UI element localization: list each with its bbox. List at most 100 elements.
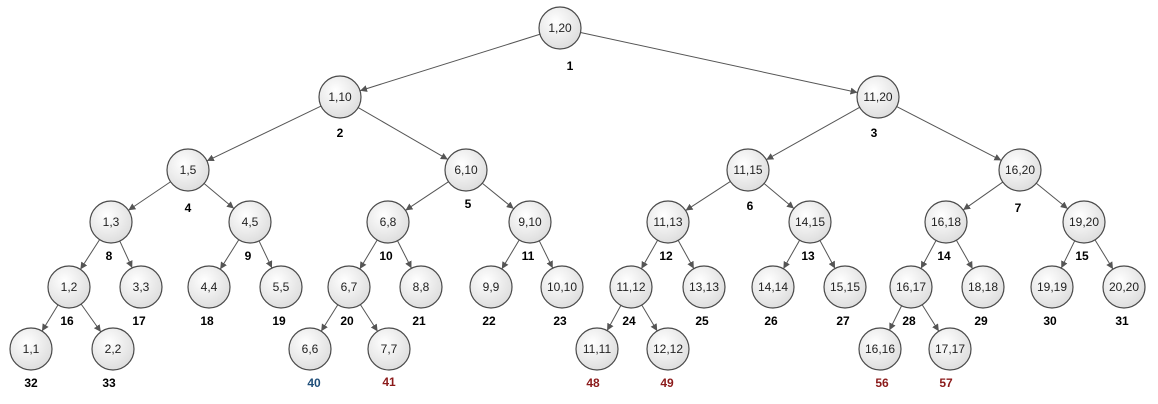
tree-node-27: 15,15 <box>823 265 867 309</box>
edge-16-33 <box>80 303 102 333</box>
node-circle <box>961 265 1005 309</box>
node-circle <box>187 265 231 309</box>
node-circle <box>575 327 619 371</box>
node-index-label-41: 41 <box>382 375 396 389</box>
node-circle <box>646 200 690 244</box>
tree-node-11: 9,10 <box>508 200 552 244</box>
edge-2-5 <box>357 107 449 160</box>
tree-node-13: 14,15 <box>788 200 832 244</box>
tree-node-14: 16,18 <box>924 200 968 244</box>
edge-28-56 <box>888 305 903 331</box>
tree-node-41: 7,7 <box>367 327 411 371</box>
node-circle <box>1030 265 1074 309</box>
edge-15-30 <box>1060 240 1076 269</box>
tree-node-30: 19,19 <box>1030 265 1074 309</box>
node-range-label: 3,3 <box>133 280 150 294</box>
edge-4-8 <box>128 181 171 211</box>
edge-4-9 <box>203 183 235 209</box>
node-range-label: 11,11 <box>583 342 612 356</box>
edge-6-13 <box>763 183 795 209</box>
edge-15-31 <box>1094 239 1114 270</box>
node-range-label: 1,2 <box>61 280 78 294</box>
tree-node-23: 10,10 <box>540 265 584 309</box>
node-index-label-9: 9 <box>245 249 252 263</box>
node-circle <box>788 200 832 244</box>
node-index-label-27: 27 <box>836 314 850 328</box>
node-circle <box>823 265 867 309</box>
node-circle <box>540 265 584 309</box>
node-range-label: 1,1 <box>23 342 40 356</box>
tree-node-15: 19,20 <box>1062 200 1106 244</box>
node-index-label-11: 11 <box>522 249 535 263</box>
node-circle <box>9 327 53 371</box>
edge-6-12 <box>685 181 731 211</box>
tree-node-48: 11,11 <box>575 327 619 371</box>
tree-node-21: 8,8 <box>399 265 443 309</box>
edge-13-27 <box>819 240 836 269</box>
node-index-label-33: 33 <box>102 376 116 390</box>
node-circle <box>288 327 332 371</box>
node-index-label-5: 5 <box>465 197 472 211</box>
node-circle <box>726 148 770 192</box>
edge-8-17 <box>119 240 133 269</box>
node-range-label: 16,20 <box>1005 163 1035 177</box>
node-circle <box>924 200 968 244</box>
node-circle <box>1062 200 1106 244</box>
node-circle <box>751 265 795 309</box>
node-range-label: 4,5 <box>242 215 259 229</box>
node-index-label-15: 15 <box>1075 249 1089 263</box>
node-index-label-32: 32 <box>24 376 38 390</box>
node-range-label: 6,8 <box>380 215 397 229</box>
edge-2-4 <box>206 105 322 162</box>
node-range-label: 4,4 <box>201 280 218 294</box>
tree-node-2: 1,10 <box>318 75 362 119</box>
node-index-label-49: 49 <box>660 376 674 390</box>
tree-node-32: 1,1 <box>9 327 53 371</box>
tree-node-9: 4,5 <box>228 200 272 244</box>
tree-node-8: 1,3 <box>89 200 133 244</box>
edge-24-48 <box>606 305 622 331</box>
edge-5-11 <box>481 182 515 210</box>
tree-node-3: 11,20 <box>856 75 900 119</box>
node-circle <box>998 148 1042 192</box>
node-index-label-57: 57 <box>939 376 953 390</box>
node-range-label: 19,19 <box>1037 280 1067 294</box>
node-circle <box>508 200 552 244</box>
edge-8-16 <box>79 239 101 270</box>
node-range-label: 14,15 <box>795 215 825 229</box>
node-range-label: 9,10 <box>518 215 542 229</box>
tree-node-20: 6,7 <box>327 265 371 309</box>
node-range-label: 12,12 <box>653 342 683 356</box>
node-index-label-17: 17 <box>132 314 146 328</box>
node-range-label: 11,20 <box>863 90 892 104</box>
node-range-label: 14,14 <box>758 280 788 294</box>
node-index-label-7: 7 <box>1015 201 1022 215</box>
edge-24-49 <box>641 304 658 332</box>
tree-node-19: 5,5 <box>259 265 303 309</box>
edge-9-18 <box>219 239 240 270</box>
node-index-label-1: 1 <box>567 59 574 73</box>
node-index-label-22: 22 <box>482 314 496 328</box>
node-circle <box>1102 265 1146 309</box>
tree-node-56: 16,16 <box>858 327 902 371</box>
tree-node-18: 4,4 <box>187 265 231 309</box>
node-circle <box>119 265 163 309</box>
tree-node-17: 3,3 <box>119 265 163 309</box>
node-index-label-14: 14 <box>937 249 951 263</box>
node-index-label-8: 8 <box>106 249 113 263</box>
node-range-label: 11,12 <box>616 280 645 294</box>
node-index-label-24: 24 <box>622 314 636 328</box>
node-range-label: 1,10 <box>328 90 352 104</box>
node-index-label-13: 13 <box>801 249 815 263</box>
node-index-label-25: 25 <box>695 314 709 328</box>
node-index-label-20: 20 <box>340 314 354 328</box>
tree-node-7: 16,20 <box>998 148 1042 192</box>
node-range-label: 6,10 <box>454 163 478 177</box>
node-index-label-19: 19 <box>272 314 286 328</box>
node-circle <box>91 327 135 371</box>
node-circle <box>889 265 933 309</box>
node-circle <box>367 327 411 371</box>
node-circle <box>444 148 488 192</box>
tree-node-57: 17,17 <box>928 327 972 371</box>
